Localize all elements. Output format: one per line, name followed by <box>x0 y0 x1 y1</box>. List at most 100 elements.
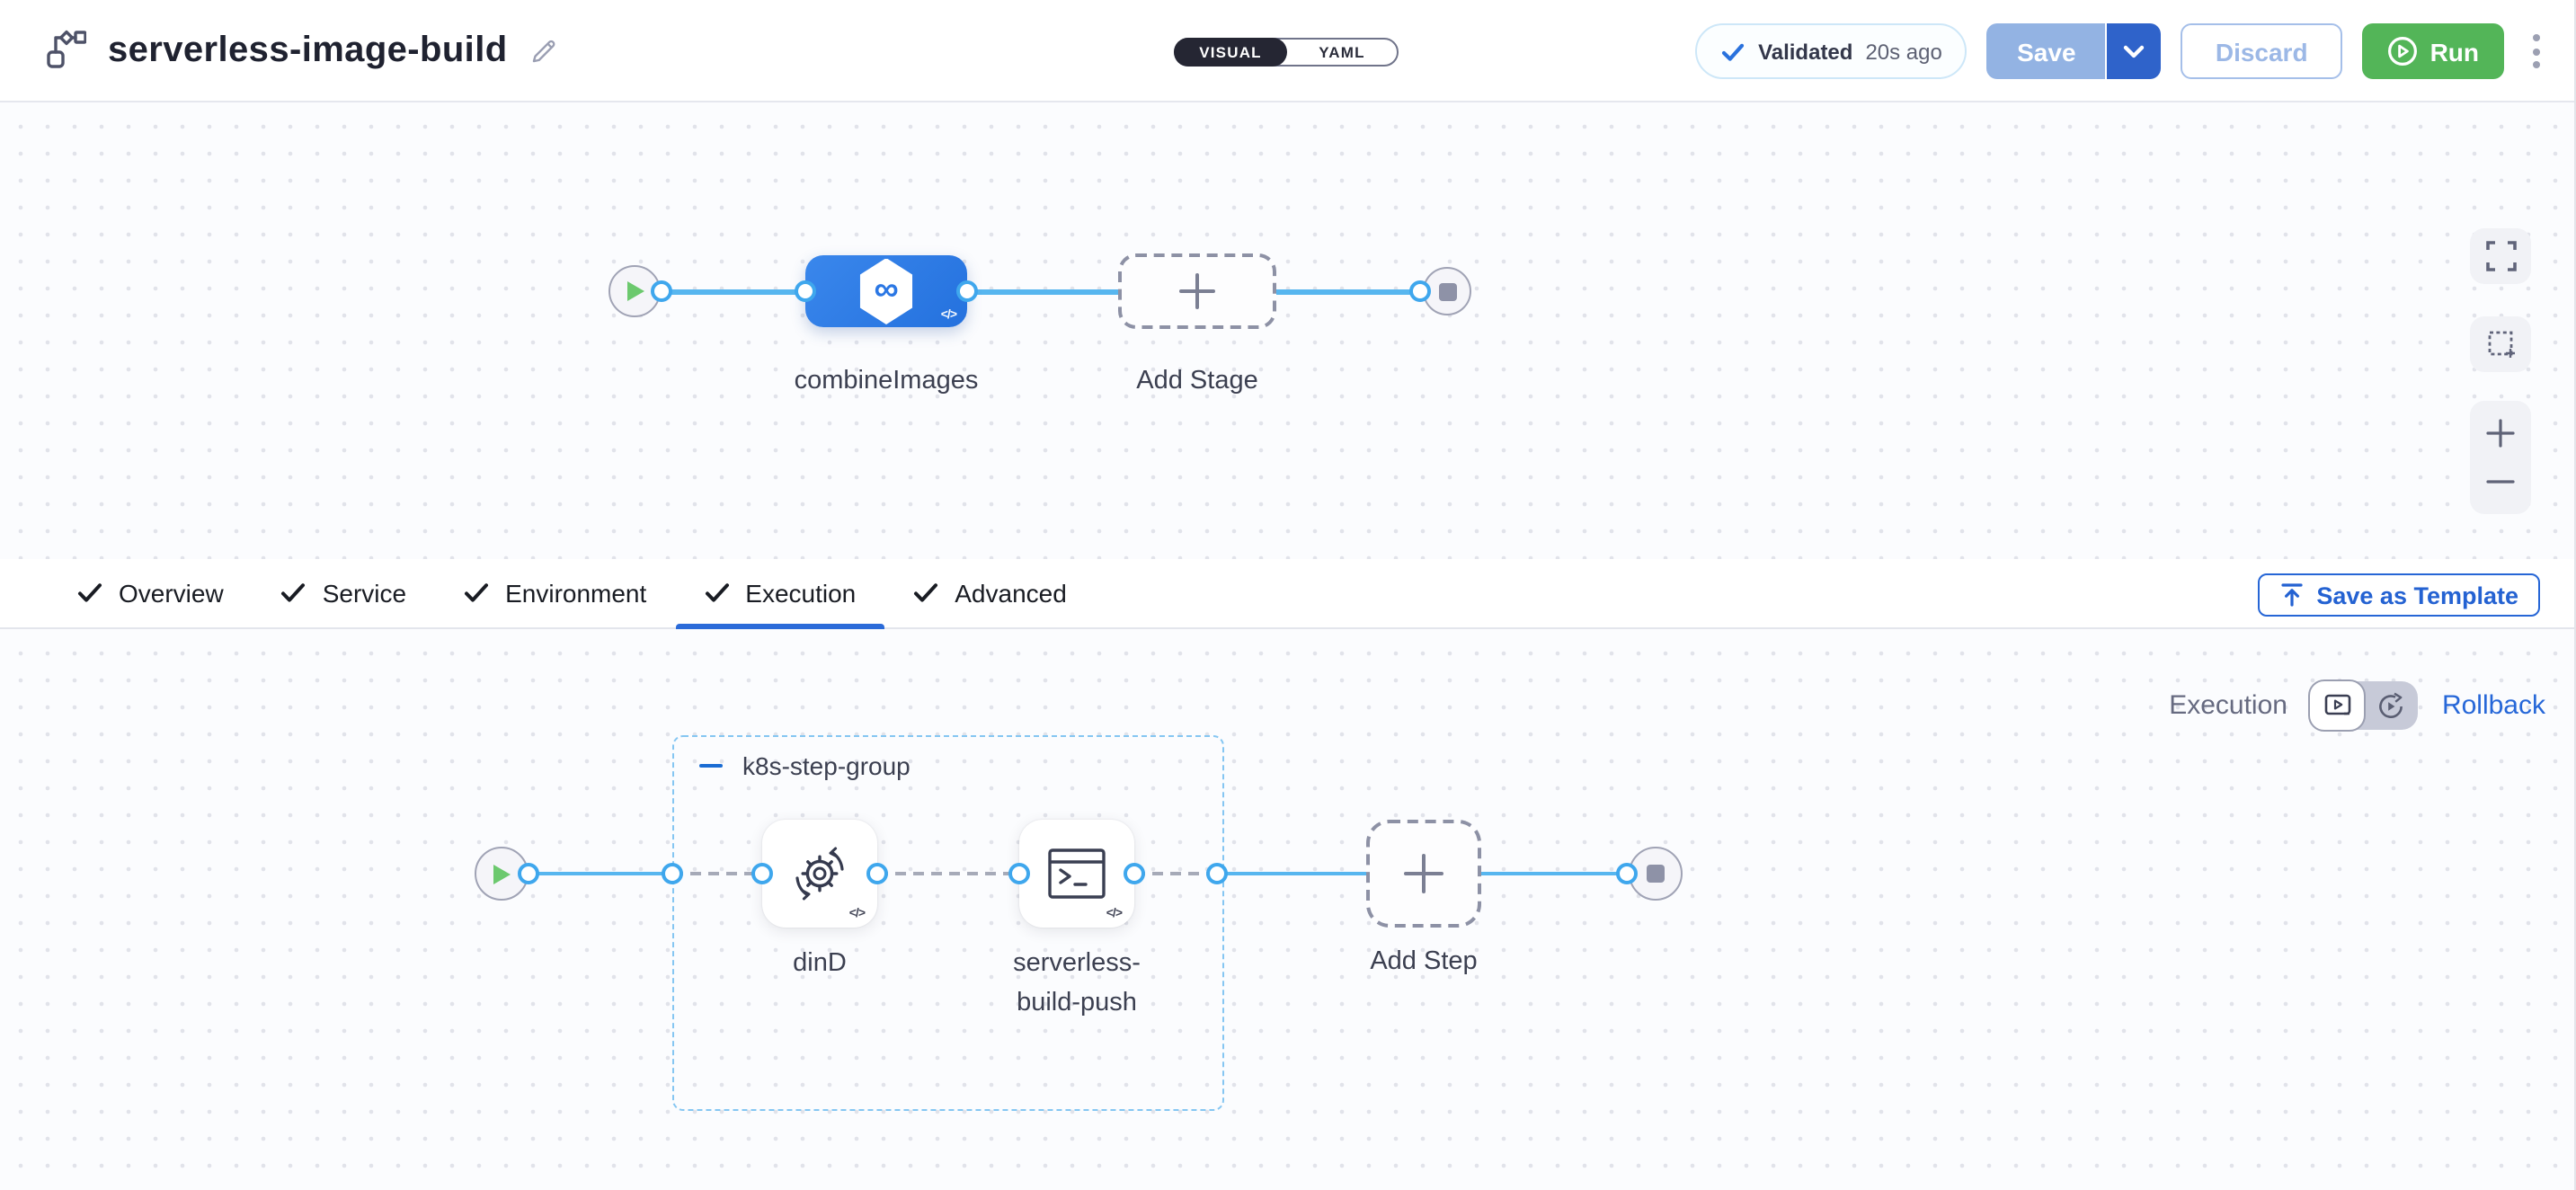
chevron-down-icon <box>2124 44 2145 58</box>
execution-view-icon <box>2324 694 2351 715</box>
edge <box>662 289 805 294</box>
step-node-serverless-build-push[interactable]: </> <box>1019 820 1134 928</box>
step-group-header: k8s-step-group <box>699 751 910 780</box>
run-button[interactable]: Run <box>2361 23 2504 79</box>
tab-advanced[interactable]: Advanced <box>884 559 1096 627</box>
connector-port[interactable] <box>662 863 683 884</box>
page-title: serverless-image-build <box>108 30 508 69</box>
fullscreen-icon <box>2485 241 2516 271</box>
stage-name-label: combineImages <box>794 367 979 395</box>
validated-time: 20s ago <box>1865 39 1942 64</box>
stop-icon <box>1647 865 1665 883</box>
ci-hexagon-icon: ∞ <box>859 258 913 324</box>
upload-icon <box>2280 583 2302 607</box>
check-icon <box>914 583 938 602</box>
marquee-select-button[interactable] <box>2470 316 2531 372</box>
start-play-icon <box>493 864 511 884</box>
edge <box>1217 871 1366 875</box>
save-button[interactable]: Save <box>1986 23 2108 79</box>
stage-canvas[interactable]: ∞ </> combineImages Add Stage <box>0 102 2574 559</box>
step-group-box[interactable] <box>672 735 1224 1111</box>
edge-dashed <box>877 871 1019 875</box>
tab-overview[interactable]: Overview <box>49 559 253 627</box>
edge <box>529 871 672 875</box>
save-split-button: Save <box>1986 23 2162 79</box>
pipeline-icon <box>47 30 86 68</box>
execution-canvas[interactable]: Execution Rollback <box>0 629 2574 1190</box>
start-play-icon <box>626 281 644 301</box>
stage-node-combineimages[interactable]: ∞ </> <box>805 255 967 327</box>
plus-icon <box>1404 854 1443 893</box>
execution-view-button[interactable] <box>2308 679 2367 732</box>
step-name-label: serverless-build-push <box>1013 949 1141 1017</box>
execution-view-label: Execution <box>2169 690 2287 721</box>
zoom-controls <box>2470 401 2531 514</box>
fit-to-screen-button[interactable] <box>2470 228 2531 284</box>
visual-yaml-toggle: VISUAL YAML <box>1174 38 1399 67</box>
step-name-label: dinD <box>793 949 847 978</box>
code-icon: </> <box>940 309 957 322</box>
toggle-visual[interactable]: VISUAL <box>1174 38 1287 67</box>
discard-button[interactable]: Discard <box>2181 23 2342 79</box>
code-icon: </> <box>1106 908 1123 920</box>
plus-icon <box>1179 273 1215 309</box>
stop-icon <box>1438 282 1456 300</box>
validated-label: Validated <box>1758 39 1853 64</box>
collapse-minus-icon[interactable] <box>699 763 723 768</box>
run-play-icon <box>2387 37 2417 66</box>
check-icon <box>465 583 489 602</box>
marquee-select-icon <box>2487 331 2514 358</box>
connector-port[interactable] <box>518 863 539 884</box>
check-icon <box>1721 42 1745 60</box>
stage-config-tabs: Overview Service Environment Execution A… <box>0 559 2574 629</box>
save-as-template-button[interactable]: Save as Template <box>2257 573 2540 617</box>
edge-dashed <box>1134 871 1217 875</box>
step-node-dind[interactable]: </> <box>762 820 877 928</box>
connector-port[interactable] <box>1008 863 1030 884</box>
edge <box>967 289 1118 294</box>
tab-execution[interactable]: Execution <box>675 559 886 629</box>
connector-port[interactable] <box>751 863 773 884</box>
execution-rollback-toggle <box>2308 679 2419 732</box>
add-step-button[interactable] <box>1366 820 1481 928</box>
connector-port[interactable] <box>1124 863 1145 884</box>
rollback-link[interactable]: Rollback <box>2441 690 2545 721</box>
tab-service[interactable]: Service <box>253 559 435 627</box>
check-icon <box>281 583 306 602</box>
rollback-view-button[interactable] <box>2365 681 2419 730</box>
run-label: Run <box>2429 37 2479 66</box>
header: serverless-image-build VISUAL YAML Valid… <box>0 0 2574 102</box>
kebab-menu-icon[interactable] <box>2524 27 2549 75</box>
tab-environment[interactable]: Environment <box>435 559 675 627</box>
code-icon: </> <box>848 908 866 920</box>
add-stage-button[interactable] <box>1118 253 1276 329</box>
terminal-icon <box>1048 848 1106 899</box>
gear-sync-icon <box>795 847 844 901</box>
add-step-label: Add Step <box>1370 947 1478 976</box>
step-group-name: k8s-step-group <box>742 751 910 780</box>
end-node <box>1423 267 1471 315</box>
check-icon <box>705 583 729 602</box>
connector-port[interactable] <box>956 280 978 302</box>
zoom-out-icon[interactable] <box>2486 467 2515 496</box>
edge <box>1276 289 1420 294</box>
end-node <box>1629 847 1683 901</box>
toggle-yaml[interactable]: YAML <box>1319 43 1365 61</box>
connector-port[interactable] <box>866 863 888 884</box>
validated-badge[interactable]: Validated 20s ago <box>1695 23 1968 79</box>
save-options-button[interactable] <box>2107 23 2162 79</box>
connector-port[interactable] <box>1616 863 1638 884</box>
zoom-in-icon[interactable] <box>2486 419 2515 448</box>
edge-dashed <box>672 871 762 875</box>
edit-pencil-icon[interactable] <box>529 35 560 66</box>
header-actions: Validated 20s ago Save Discard Run <box>1695 0 2549 102</box>
rollback-view-icon <box>2380 691 2403 717</box>
connector-port[interactable] <box>1206 863 1228 884</box>
connector-port[interactable] <box>795 280 816 302</box>
edge <box>1481 871 1627 875</box>
connector-port[interactable] <box>651 280 672 302</box>
add-stage-label: Add Stage <box>1136 367 1258 395</box>
check-icon <box>78 583 102 602</box>
connector-port[interactable] <box>1409 280 1431 302</box>
